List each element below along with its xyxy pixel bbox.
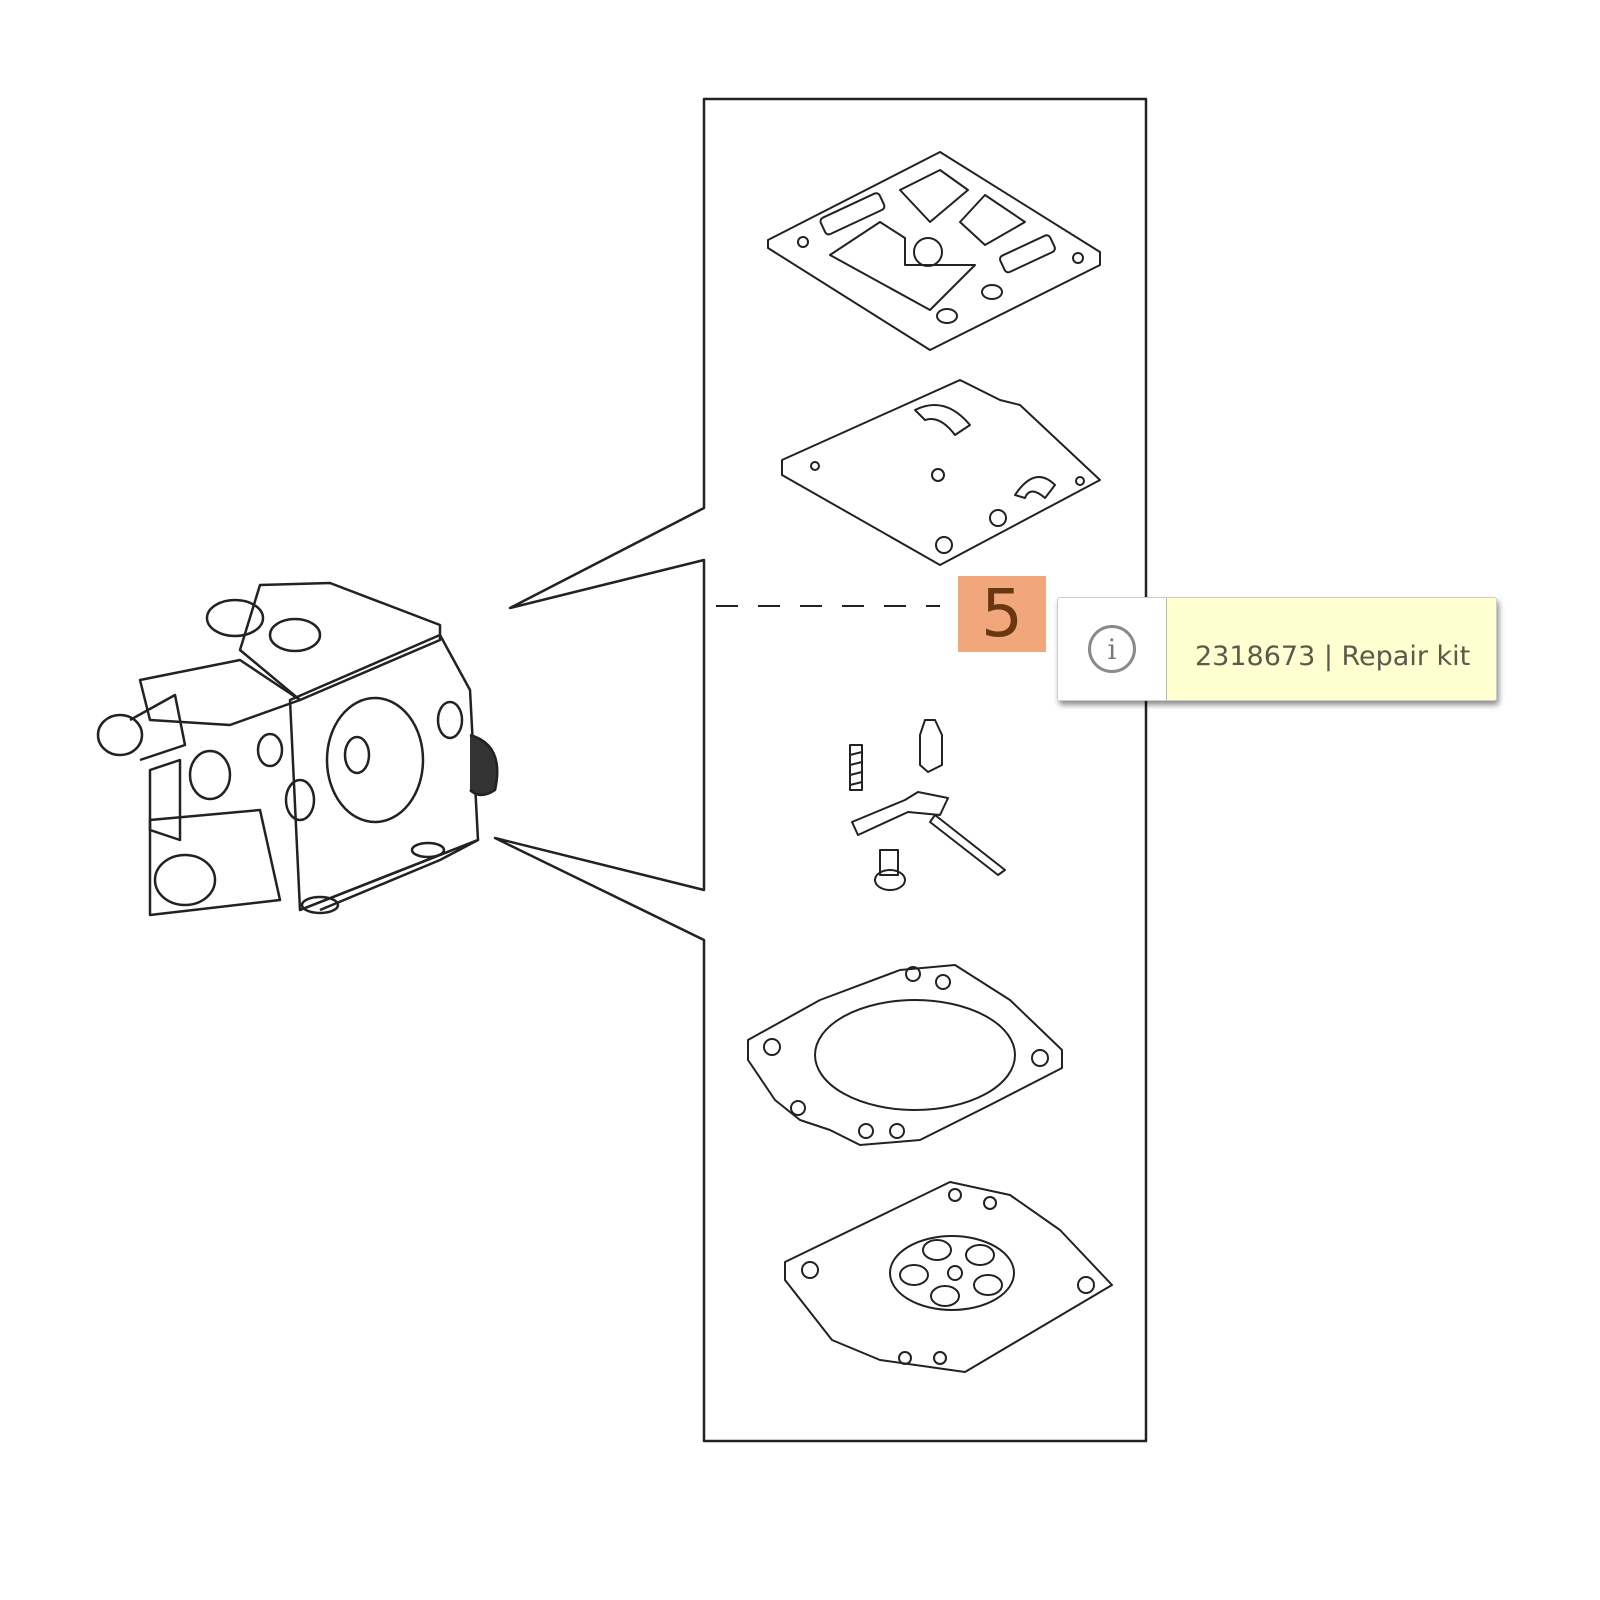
small-parts (849, 719, 1006, 891)
info-icon: i (1088, 625, 1136, 673)
gasket-top (767, 151, 1101, 351)
position-label-5[interactable]: 5 (958, 576, 1046, 652)
tooltip-icon-cell: i (1058, 598, 1167, 700)
carburetor-illustration (96, 581, 499, 917)
tooltip-text: 2318673 | Repair kit (1167, 598, 1496, 700)
part-tooltip: i 2318673 | Repair kit (1057, 597, 1497, 701)
pump-diaphragm (781, 379, 1101, 566)
metering-diaphragm (784, 1181, 1113, 1373)
kit-frame (493, 97, 1148, 1443)
gasket-ring (747, 964, 1063, 1146)
